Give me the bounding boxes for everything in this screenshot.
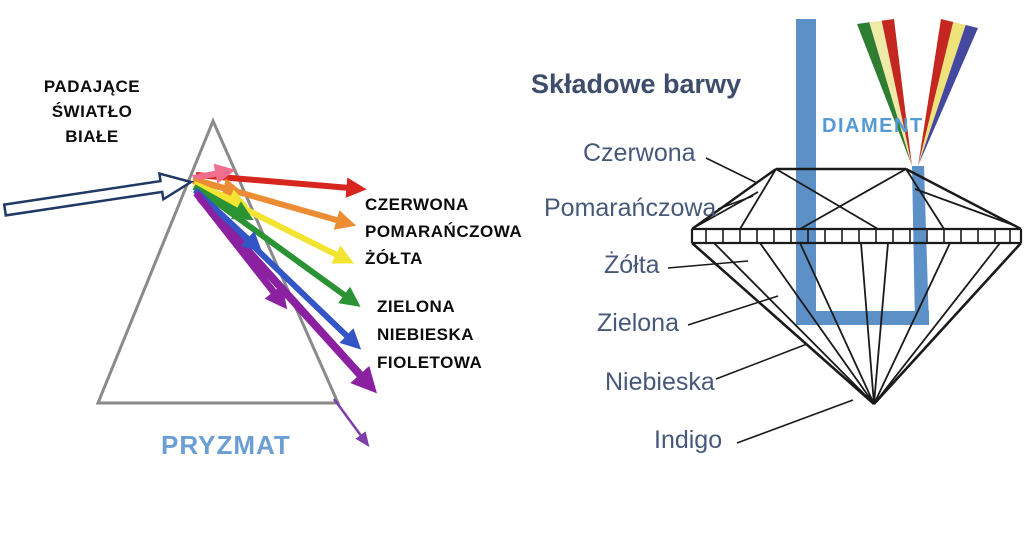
spectrum-label-czerwona: CZERWONA	[365, 195, 469, 214]
prism-diagram	[2, 117, 377, 448]
incident-light-line-3: BIAŁE	[65, 127, 119, 146]
internal-ray-purple	[193, 190, 288, 310]
incident-light-label: PADAJĄCE ŚWIATŁO BIAŁE	[18, 74, 166, 149]
component-label-czerwona: Czerwona	[583, 139, 696, 167]
incident-light-arrow	[2, 171, 195, 217]
connector-indigo	[736, 399, 854, 444]
connector-zolta	[667, 260, 749, 269]
beam-bottom-segment	[796, 311, 929, 325]
diamond-diagram	[667, 19, 1023, 444]
spectrum-label-niebieska: NIEBIESKA	[377, 325, 475, 344]
incident-light-line-1: PADAJĄCE	[43, 77, 141, 96]
component-label-zielona: Zielona	[597, 309, 679, 337]
spectrum-label-fioletowa: FIOLETOWA	[377, 353, 483, 372]
diamond-label: DIAMENT	[822, 115, 924, 137]
light-beam	[796, 19, 929, 325]
section-heading: Składowe barwy	[531, 69, 742, 99]
component-label-zolta: Żółta	[604, 251, 660, 279]
connector-niebieska	[715, 343, 808, 380]
exit-fan-right	[918, 19, 978, 166]
fan-right-indigo	[918, 25, 978, 166]
diamond-outline	[690, 167, 1023, 405]
prism-label: PRYZMAT	[161, 430, 291, 460]
internal-ray-orange	[192, 178, 244, 199]
internal-ray-pink	[192, 163, 236, 184]
fan-left-red	[881, 19, 912, 166]
connector-czerwona	[705, 157, 758, 184]
spectrum-label-zolta: ŻÓŁTA	[365, 249, 423, 268]
prism-outline	[95, 117, 341, 405]
beam-entry-segment	[796, 19, 816, 325]
exit-fan-left	[857, 19, 912, 167]
internal-ray-green	[192, 184, 254, 221]
fan-right-yellow	[918, 22, 966, 166]
connector-pomaranczowa	[717, 195, 754, 210]
ray-violet-thin	[332, 398, 370, 448]
incident-light-line-2: ŚWIATŁO	[51, 102, 133, 121]
component-label-pomaranczowa: Pomarańczowa	[544, 194, 717, 222]
component-label-niebieska: Niebieska	[605, 368, 715, 396]
spectrum-label-pomaranczowa: POMARAŃCZOWA	[365, 222, 523, 241]
fan-left-green	[857, 22, 912, 166]
pavilion-facets	[691, 242, 1022, 405]
ray-green	[196, 186, 361, 307]
crown-facets	[691, 167, 1022, 231]
spectrum-label-zielona: ZIELONA	[377, 297, 456, 316]
component-label-indigo: Indigo	[654, 426, 723, 454]
beam-exit-segment	[912, 166, 929, 325]
internal-ray-yellow	[192, 181, 249, 209]
label-connectors	[667, 157, 854, 444]
connector-zielona	[687, 295, 779, 326]
fan-right-red	[918, 19, 954, 166]
girdle	[690, 227, 1023, 245]
fan-left-cream	[869, 20, 912, 167]
